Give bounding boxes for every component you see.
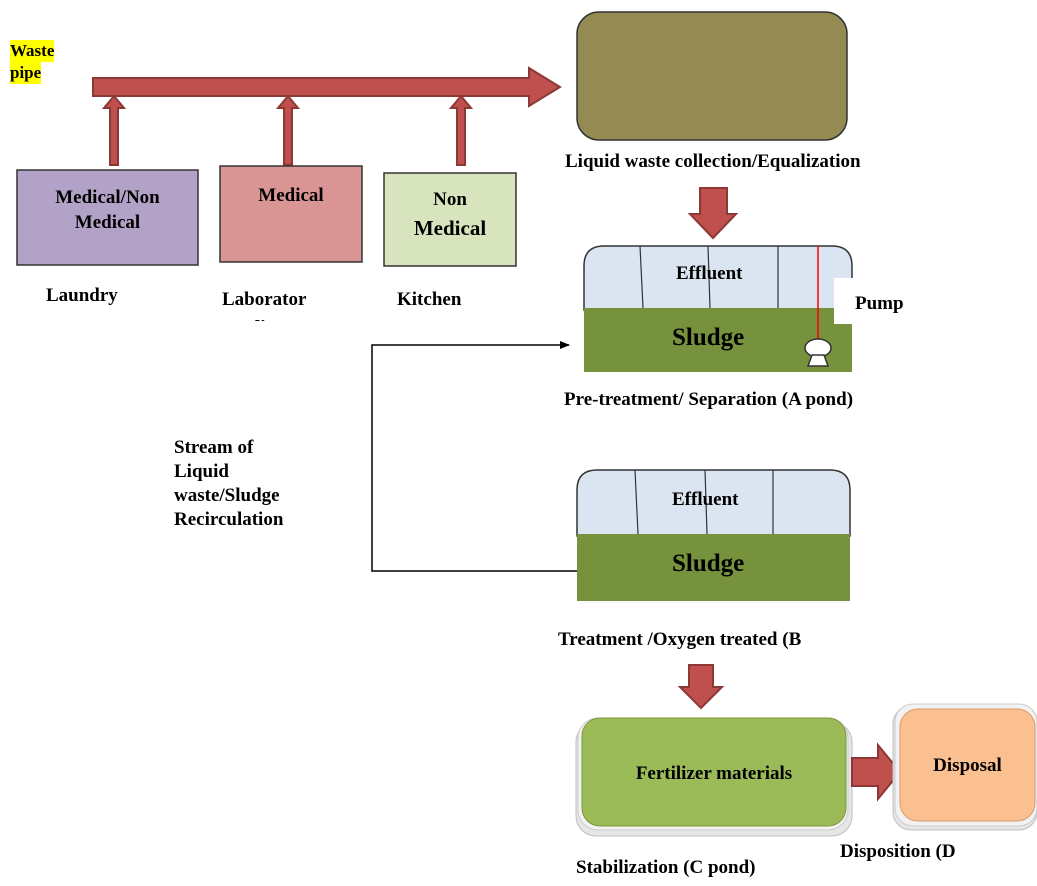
pump-icon [804,338,832,367]
pond-a-sludge-label: Sludge [672,324,745,351]
disposition-caption: Disposition (D [840,841,956,862]
recirculation-line3: waste/Sludge [174,485,280,506]
pond-b-caption: Treatment /Oxygen treated (B [558,629,802,650]
medical-non-medical-box-label: Medical/Non Medical [17,180,198,240]
collection-box [576,11,848,141]
laboratory-caption-cut: y [255,312,265,321]
waste-pipe-label-line2: pipe [10,62,42,84]
pond-a-effluent-label: Effluent [676,263,743,284]
down-arrow-to-pond-a [687,187,739,240]
laundry-up-arrow [101,94,127,166]
disposal-label: Disposal [933,755,1002,776]
waste-pipe-label-line1: Waste [10,40,55,62]
medical-box [219,165,363,263]
waste-pipe-label: Waste pipe [10,40,55,84]
collection-caption: Liquid waste collection/Equalization [565,151,861,172]
pond-b-sludge-label: Sludge [672,550,745,577]
recirculation-line1: Stream of [174,437,254,458]
medical-non-medical-line1: Medical/Non [55,187,160,208]
down-arrow-to-c-pond [677,664,725,710]
kitchen-caption: Kitchen [397,289,462,310]
non-medical-line1: Non [433,189,467,210]
laboratory-caption-cut-text: y [255,313,265,321]
medical-non-medical-line2: Medical [74,212,141,233]
laundry-caption: Laundry [46,285,118,306]
laboratory-caption: Laborator [222,289,307,310]
pump-label-bg [834,278,924,324]
non-medical-box-label: Non Medical [384,184,516,244]
medical-line1: Medical [258,185,324,206]
right-arrow-to-disposal [851,742,902,802]
medical-box-label: Medical [220,182,362,210]
non-medical-box [383,172,517,267]
laboratory-up-arrow [275,94,301,166]
waste-pipe-arrow [92,66,562,108]
fertilizer-materials-label: Fertilizer materials [635,763,793,784]
recirculation-line [371,341,578,572]
stabilization-caption: Stabilization (C pond) [576,857,756,878]
pond-a-caption: Pre-treatment/ Separation (A pond) [564,389,854,410]
recirculation-label: Stream of Liquid waste/Sludge Recirculat… [174,436,283,532]
pond-b-effluent-label: Effluent [672,489,739,510]
pond-a [583,245,924,372]
pump-label: Pump [855,293,904,314]
recirculation-line2: Liquid [174,461,229,482]
medical-non-medical-box [16,169,199,266]
non-medical-line2: Medical [413,216,487,240]
disposal-box [892,703,1037,831]
stabilization-box [575,717,853,837]
kitchen-up-arrow [448,94,474,166]
recirculation-line4: Recirculation [174,509,284,530]
pond-b [576,469,851,601]
